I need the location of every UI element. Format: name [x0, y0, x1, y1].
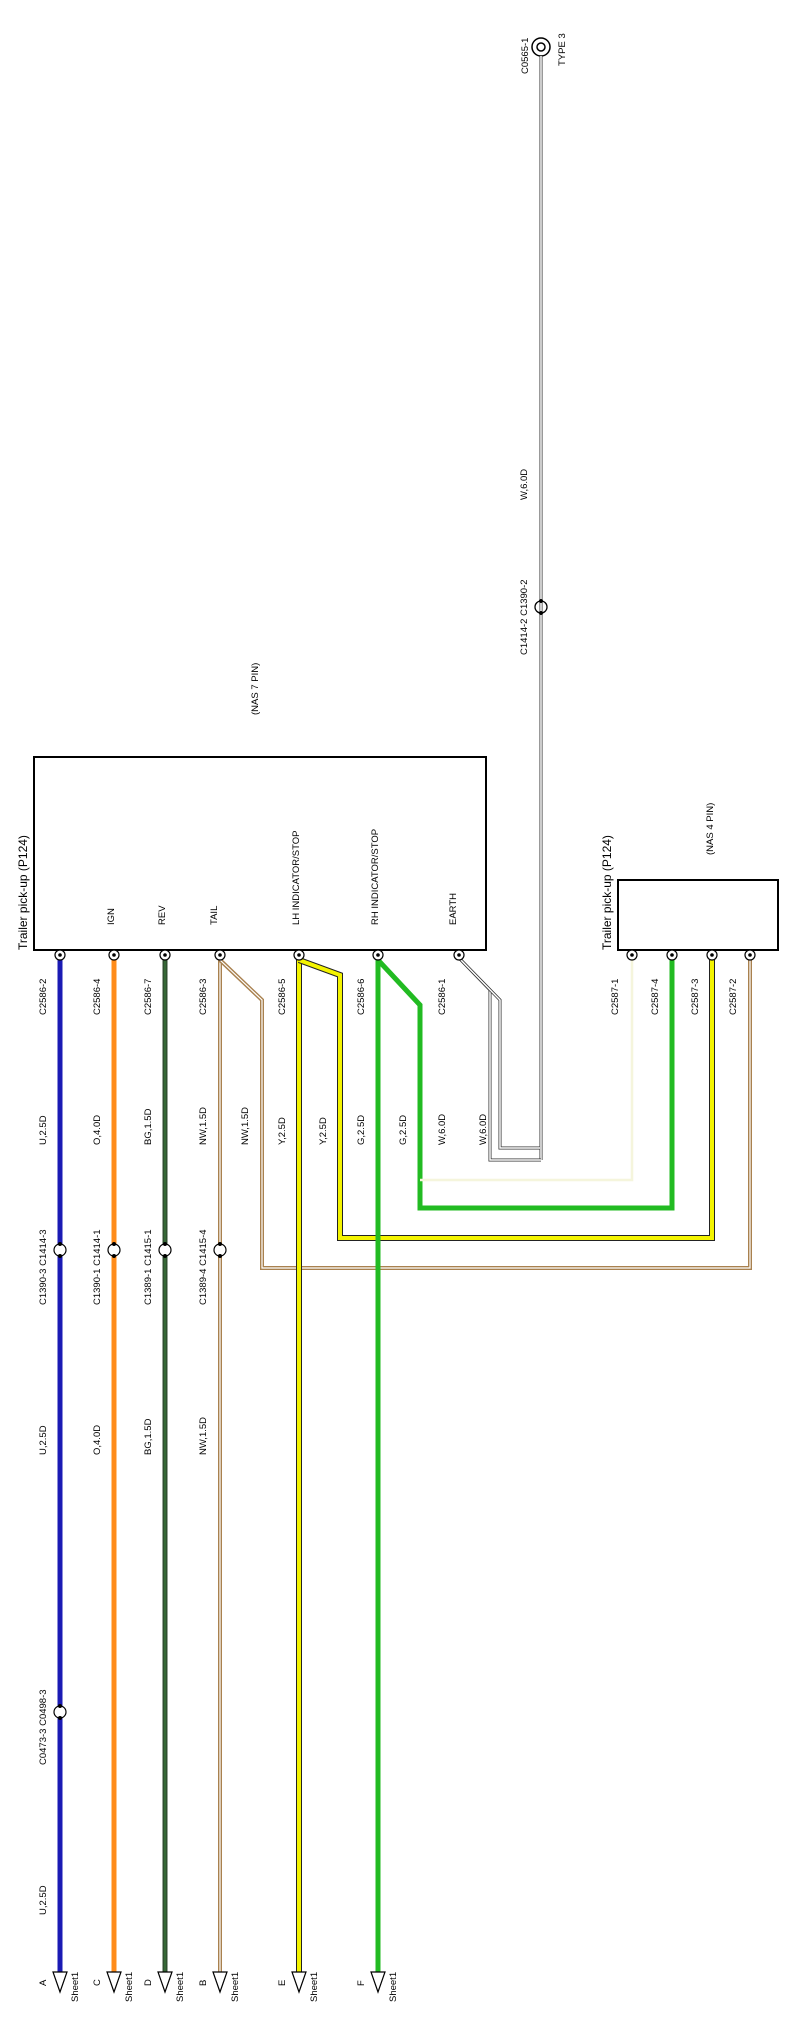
pin-rh-label: RH INDICATOR/STOP — [370, 829, 381, 925]
wire-top-label: W,6.0D — [519, 469, 530, 500]
label-u-low: U,2.5D — [38, 1425, 49, 1455]
label-u-mid: U,2.5D — [38, 1115, 49, 1145]
label-g-a: G,2.5D — [356, 1115, 367, 1145]
label-u-bottom: U,2.5D — [38, 1885, 49, 1915]
pin-rev-label: REV — [157, 905, 168, 925]
label-w-a: W,6.0D — [437, 1114, 448, 1145]
trailer-7pin-box — [33, 756, 487, 951]
pin-earth-label: EARTH — [448, 893, 459, 925]
arrow-c-icon — [106, 1971, 122, 1994]
pin-c2587-4-icon — [666, 949, 678, 961]
label-nw-low: NW,1.5D — [198, 1417, 209, 1455]
inline-u-label: C1390-3 C1414-3 — [38, 1229, 49, 1305]
conn-c2586-3: C2586-3 — [198, 979, 209, 1015]
wire-white-4pin — [420, 956, 634, 1182]
box4-title: Trailer pick-up (P124) — [600, 835, 614, 950]
conn-c2586-4: C2586-4 — [92, 979, 103, 1015]
sheet-letter-d: D — [143, 1979, 154, 1986]
inline-u2-icon — [53, 1704, 67, 1720]
pin-lh-label: LH INDICATOR/STOP — [291, 831, 302, 926]
ground-symbol-icon — [531, 37, 551, 57]
inline-bg-icon — [158, 1242, 172, 1258]
conn-c2586-6: C2586-6 — [356, 979, 367, 1015]
inline-u-icon — [53, 1242, 67, 1258]
wire-green-4pin — [376, 958, 675, 1211]
sheet-ref-a[interactable]: Sheet1 — [70, 1972, 81, 2002]
pin-c2587-3-icon — [706, 949, 718, 961]
wire-nw-4pin — [218, 958, 752, 1270]
pin-c2586-1-icon — [453, 949, 465, 961]
conn-c2587-1: C2587-1 — [610, 979, 621, 1015]
label-o-mid: O,4.0D — [92, 1115, 103, 1145]
wire-yellow-4pin — [297, 957, 715, 1241]
conn-c2587-3: C2587-3 — [690, 979, 701, 1015]
pin-c2587-1-icon — [626, 949, 638, 961]
inline-o-label: C1390-1 C1414-1 — [92, 1229, 103, 1305]
conn-c2587-2: C2587-2 — [728, 979, 739, 1015]
pin-c2586-7-icon — [159, 949, 171, 961]
sheet-ref-e[interactable]: Sheet1 — [309, 1972, 320, 2002]
pin-tail-label: TAIL — [209, 906, 220, 925]
conn-c2587-4: C2587-4 — [650, 979, 661, 1015]
label-nw-mid: NW,1.5D — [198, 1107, 209, 1145]
pin-c2586-3-icon — [214, 949, 226, 961]
conn-c2586-5: C2586-5 — [277, 979, 288, 1015]
pin-symbols-4 — [626, 949, 756, 961]
label-o-low: O,4.0D — [92, 1425, 103, 1455]
sheet-ref-c[interactable]: Sheet1 — [124, 1972, 135, 2002]
arrow-a-icon — [52, 1971, 68, 1994]
box7-subtitle: (NAS 7 PIN) — [250, 663, 261, 715]
sheet-letter-f: F — [356, 1980, 367, 1986]
trailer-4pin-box — [617, 879, 779, 951]
ground-type-label: TYPE 3 — [557, 33, 568, 66]
sheet-letter-b: B — [198, 1980, 209, 1986]
ground-connector-label: C0565-1 — [520, 38, 531, 74]
inline-nw-label: C1389-4 C1415-4 — [198, 1229, 209, 1305]
arrow-f-icon — [370, 1971, 386, 1994]
inline-nw-icon — [213, 1242, 227, 1258]
pin-ign-label: IGN — [106, 908, 117, 925]
label-g-b: G,2.5D — [398, 1115, 409, 1145]
pin-c2586-6-icon — [372, 949, 384, 961]
sheet-ref-f[interactable]: Sheet1 — [388, 1972, 399, 2002]
arrow-e-icon — [291, 1971, 307, 1994]
conn-c2586-2: C2586-2 — [38, 979, 49, 1015]
arrow-d-icon — [157, 1971, 173, 1994]
pin-c2586-4-icon — [108, 949, 120, 961]
box7-title: Trailer pick-up (P124) — [16, 835, 30, 950]
inline-connector-icon — [534, 599, 548, 615]
label-y-b: Y,2.5D — [318, 1117, 329, 1145]
sheet-letter-a: A — [38, 1979, 49, 1986]
sheet-arrows — [52, 1971, 386, 1994]
inline-o-icon — [107, 1242, 121, 1258]
conn-c2586-1: C2586-1 — [437, 979, 448, 1015]
sheet-letter-c: C — [92, 1979, 103, 1986]
inline-bg-label: C1389-1 C1415-1 — [143, 1229, 154, 1305]
label-w-b: W,6.0D — [478, 1114, 489, 1145]
sheet-letter-e: E — [277, 1980, 288, 1986]
label-bg-low: BG,1.5D — [143, 1418, 154, 1455]
wire-top-connectors: C1414-2 C1390-2 — [519, 579, 530, 655]
pin-c2587-2-icon — [744, 949, 756, 961]
label-bg-mid: BG,1.5D — [143, 1108, 154, 1145]
pin-c2586-2-icon — [54, 949, 66, 961]
sheet-ref-d[interactable]: Sheet1 — [175, 1972, 186, 2002]
box4-subtitle: (NAS 4 PIN) — [705, 803, 716, 855]
inline-u2-label: C0473-3 C0498-3 — [38, 1689, 49, 1765]
arrow-b-icon — [212, 1971, 228, 1994]
sheet-ref-b[interactable]: Sheet1 — [230, 1972, 241, 2002]
pin-symbols-7 — [54, 949, 465, 961]
label-nw-b: NW,1.5D — [240, 1107, 251, 1145]
label-y-a: Y,2.5D — [277, 1117, 288, 1145]
inline-connectors-row — [53, 1242, 227, 1258]
conn-c2586-7: C2586-7 — [143, 979, 154, 1015]
pin-c2586-5-icon — [293, 949, 305, 961]
